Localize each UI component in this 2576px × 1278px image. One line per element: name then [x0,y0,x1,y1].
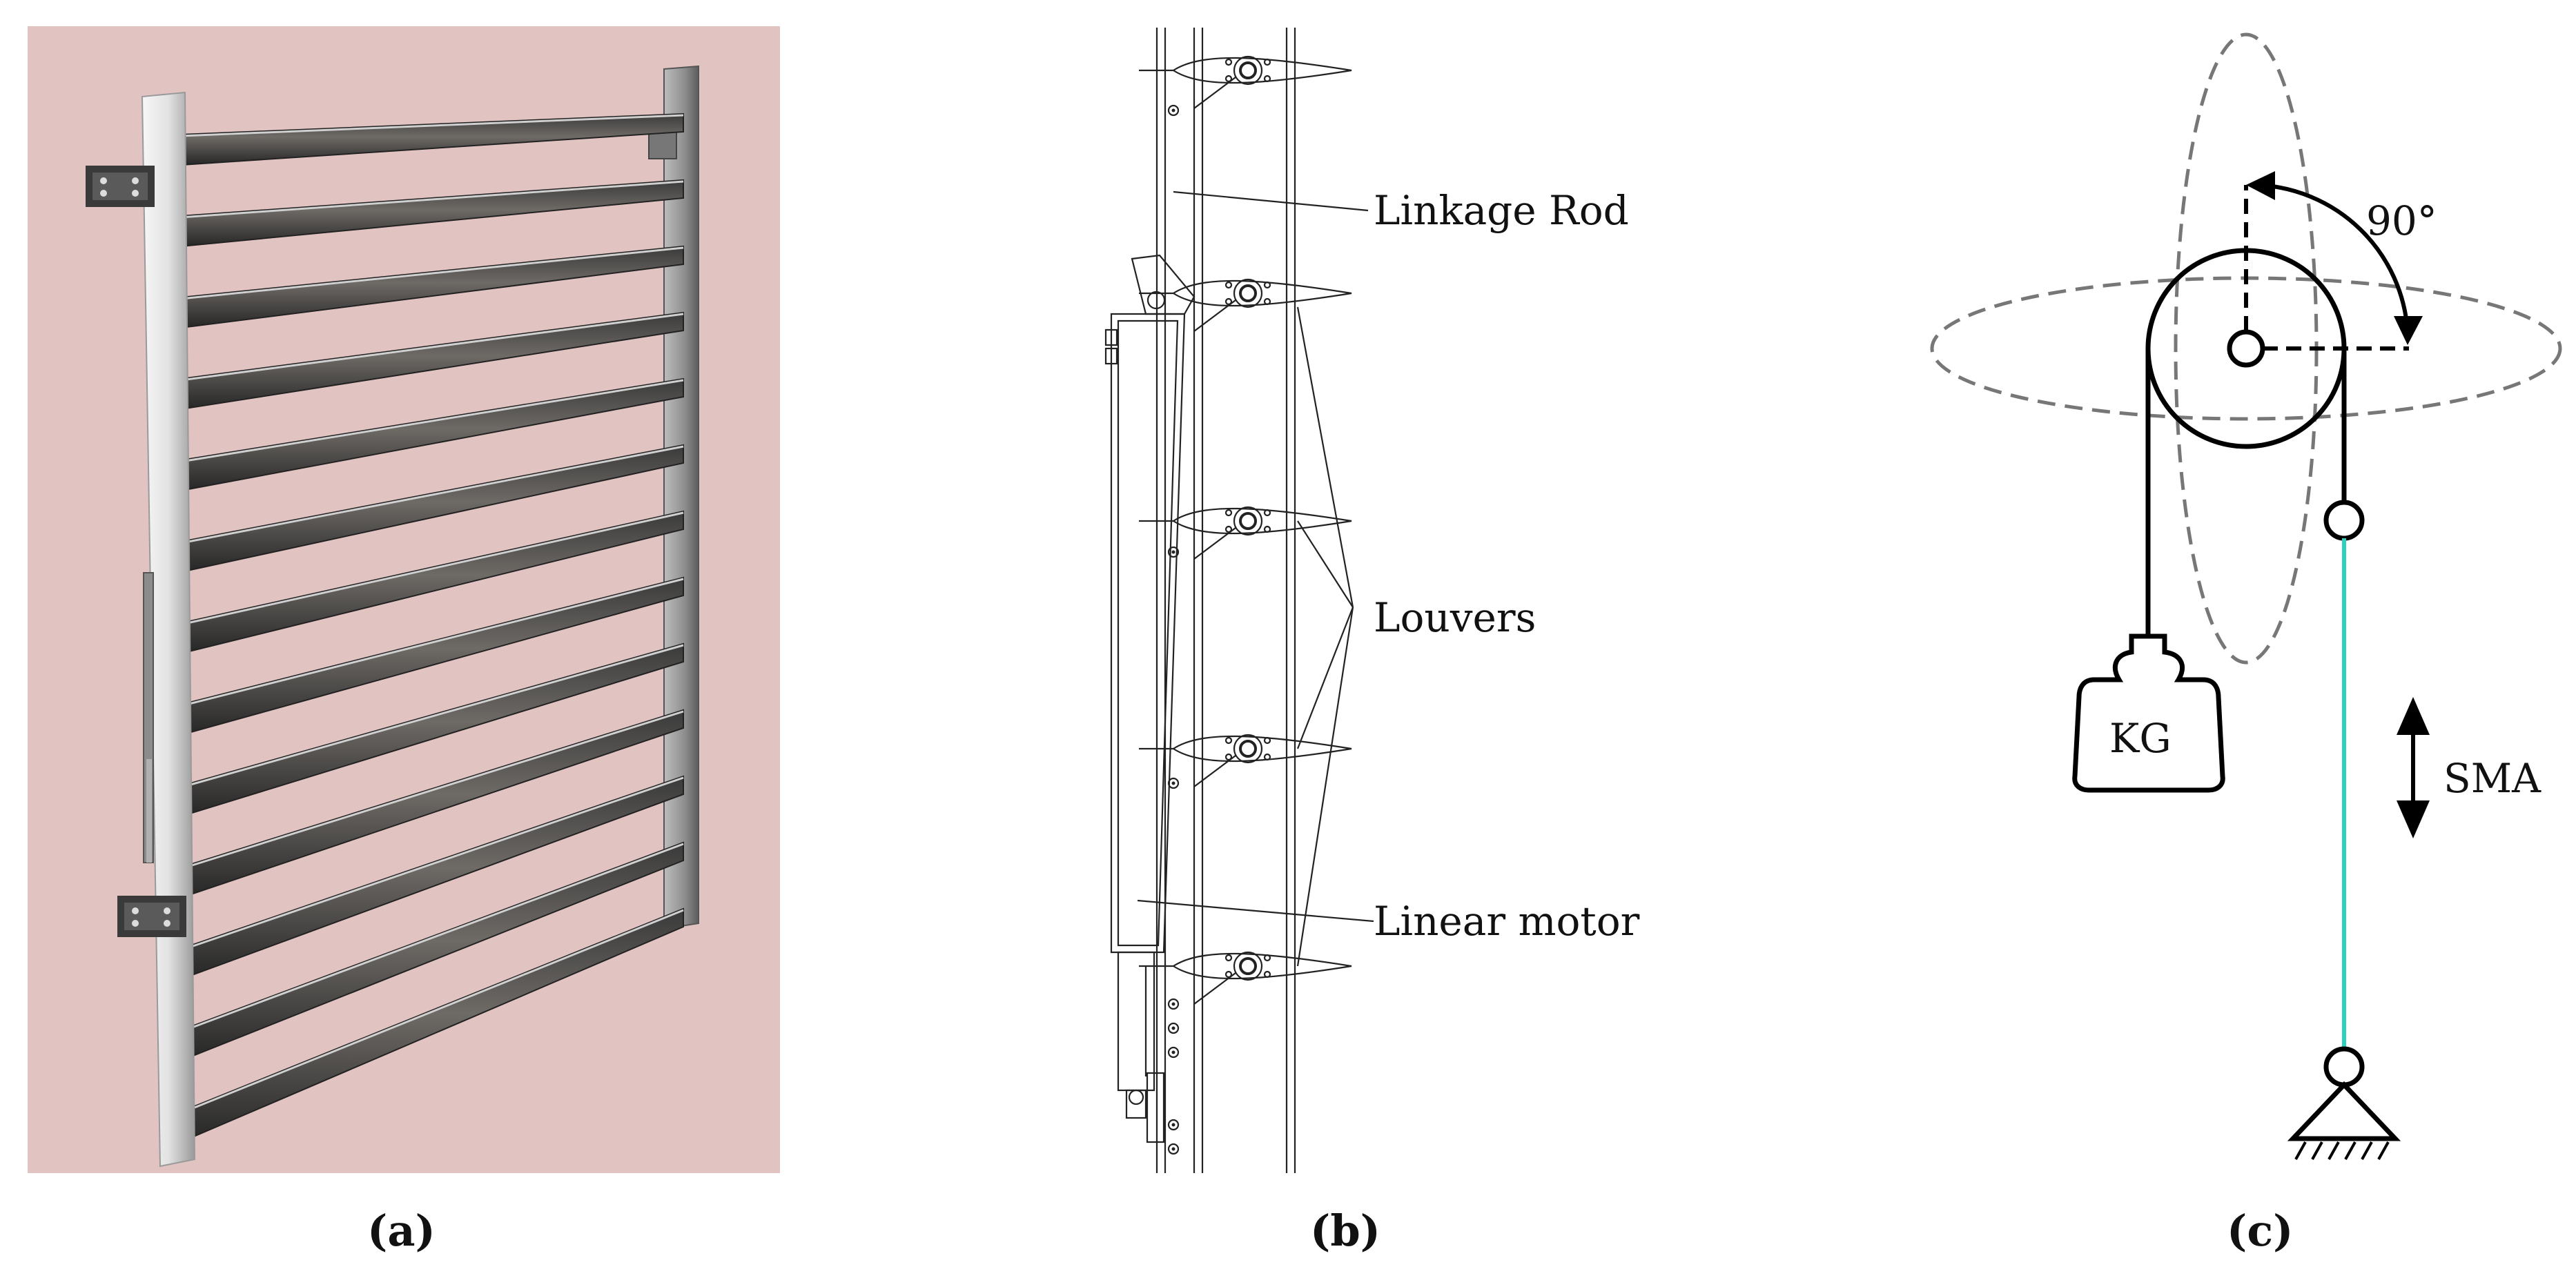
louver-profile [1139,734,1352,787]
linear-motor-leader [1137,899,1374,923]
render-linear-motor [143,572,154,863]
louver-slat-edge [180,180,684,219]
left-bottom-bracket [117,896,186,937]
louver-slat-edge [180,909,684,1114]
ground-pivot [2323,1046,2365,1088]
sma-top-connector [2323,500,2365,541]
panel-c-schematic: 90° KG SMA [1930,32,2562,1160]
rotation-arc [2256,183,2410,332]
louver-slat-edge [180,710,684,870]
mounting-holes [1167,104,1180,1155]
ground-triangle [2287,1081,2401,1141]
louvers-leader-1 [1296,306,1354,608]
louver-slat-edge [180,114,684,137]
linear-motor-label: Linear motor [1374,898,1640,945]
caption-b: (b) [1310,1206,1380,1256]
panel-a-render [28,26,780,1173]
linkage-rod-leader [1173,190,1369,212]
linkage-rod-label: Linkage Rod [1374,187,1629,234]
louver-profile [1139,506,1352,560]
sma-label: SMA [2443,755,2541,802]
pulley-axle [2227,329,2265,368]
panel-b-drawing: Linkage Rod Louvers Linear motor [1104,28,1640,1173]
louvers-leader-2 [1297,520,1354,608]
linear-motor-drawing [1104,254,1196,1143]
louvers-leader-3 [1296,607,1354,749]
actuation-double-arrow [2397,697,2430,838]
louver-profiles [1139,55,1352,1005]
louver-slat-edge [180,578,684,707]
louver-slat-edge [180,644,684,789]
louver-slat-edge [180,246,684,300]
louver-profile [1139,55,1352,109]
ground-hatching [2294,1141,2390,1160]
louver-slat-edge [180,445,684,544]
caption-a: (a) [367,1206,436,1256]
louver-slat-edge [180,511,684,626]
louver-slat-edge [180,379,684,463]
weight-label: KG [2109,715,2172,762]
left-top-bracket [86,166,155,207]
angle-label: 90° [2366,197,2437,244]
louver-profile [1139,278,1352,332]
rotation-arrowhead-end [2394,316,2423,345]
louver-slat-edge [180,313,684,382]
louvers-label: Louvers [1374,594,1536,641]
weight-body [2072,633,2225,793]
louvers-leader-4 [1296,607,1354,967]
rotation-arrowhead-start [2246,171,2275,200]
louver-slat-edge [180,776,684,952]
caption-c: (c) [2227,1206,2293,1256]
louver-slat-edge [180,843,684,1033]
louver-slats [180,112,684,1143]
louver-profile [1139,951,1352,1005]
